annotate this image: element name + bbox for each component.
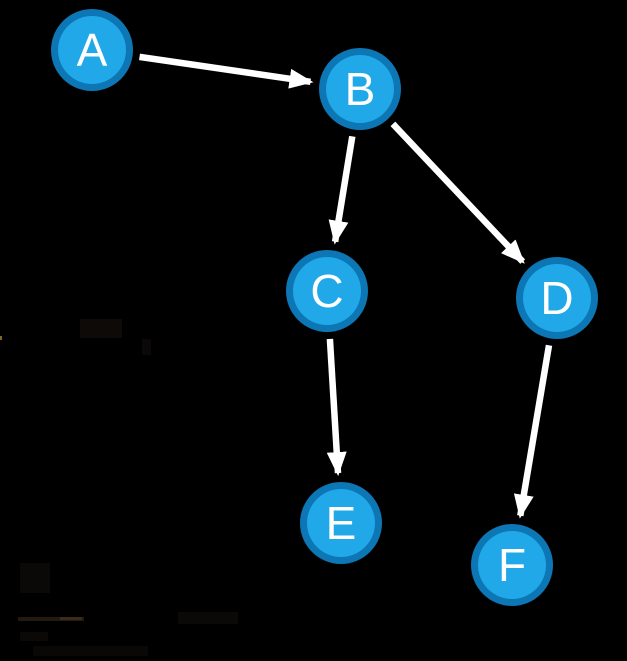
node-label-A: A [77,24,108,76]
node-inner-circle [478,531,546,599]
node-inner-circle [293,257,361,325]
node-label-F: F [498,539,526,591]
graph-node-A[interactable]: A [51,9,133,91]
node-inner-circle [58,16,126,84]
nodes-layer: A B C D E F [51,9,598,606]
graph-node-D[interactable]: D [516,257,598,339]
edge-B-D [390,121,526,264]
graph-node-E[interactable]: E [300,482,382,564]
node-label-B: B [345,63,376,115]
edges-layer [139,53,553,519]
graph-node-F[interactable]: F [471,524,553,606]
edge-A-B [139,53,314,89]
graph-node-B[interactable]: B [319,48,401,130]
edge-D-F [513,344,553,519]
node-label-C: C [310,265,343,317]
node-label-E: E [326,497,357,549]
edge-C-E [326,338,347,477]
node-inner-circle [523,264,591,332]
node-inner-circle [326,55,394,123]
graph-node-C[interactable]: C [286,250,368,332]
edge-B-C [328,135,356,245]
node-label-D: D [540,272,573,324]
node-inner-circle [307,489,375,557]
